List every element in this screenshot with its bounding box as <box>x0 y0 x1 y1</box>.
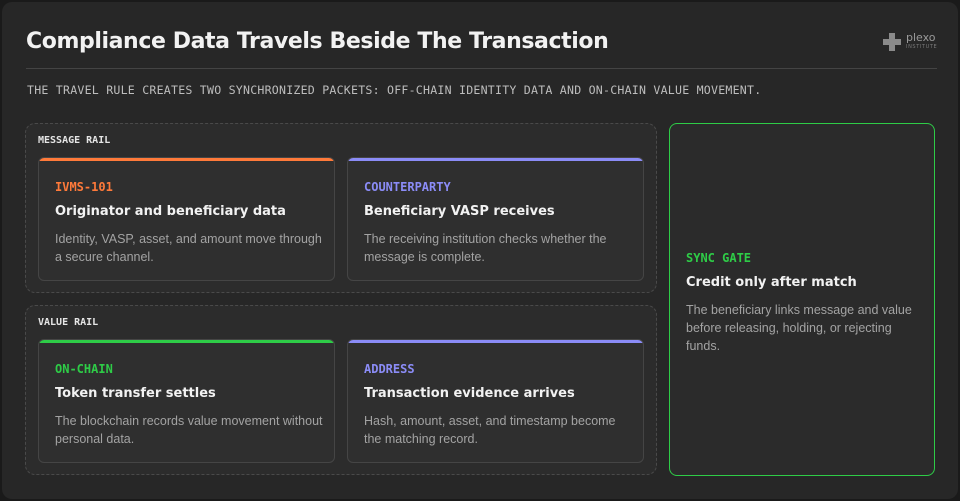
rail-label: MESSAGE RAIL <box>38 135 111 146</box>
page-title: Compliance Data Travels Beside The Trans… <box>26 29 609 54</box>
card-accent-bar <box>348 158 643 161</box>
message-rail: MESSAGE RAIL IVMS-101 Originator and ben… <box>25 123 657 293</box>
sync-gate-panel: SYNC GATE Credit only after match The be… <box>669 123 935 476</box>
card-address: ADDRESS Transaction evidence arrives Has… <box>347 339 644 463</box>
sync-gate-title: Credit only after match <box>686 275 857 290</box>
sync-gate-tag: SYNC GATE <box>686 251 752 265</box>
card-description: The blockchain records value movement wi… <box>55 414 323 446</box>
card-title: Token transfer settles <box>55 386 216 401</box>
card-tag: IVMS-101 <box>55 180 113 194</box>
logo-subtext: INSTITUTE <box>906 44 938 50</box>
card-description: The receiving institution checks whether… <box>364 232 607 264</box>
card-title: Originator and beneficiary data <box>55 204 286 219</box>
plus-cross-icon <box>883 33 901 51</box>
card-title: Beneficiary VASP receives <box>364 204 555 219</box>
logo-name: plexo <box>906 31 936 44</box>
card-counterparty: COUNTERPARTY Beneficiary VASP receives T… <box>347 157 644 281</box>
header-divider <box>26 68 937 69</box>
brand-logo: plexo INSTITUTE <box>882 31 942 52</box>
sync-gate-description: The beneficiary links message and value … <box>686 303 912 353</box>
card-tag: COUNTERPARTY <box>364 180 451 194</box>
card-description: Identity, VASP, asset, and amount move t… <box>55 232 322 264</box>
card-accent-bar <box>39 158 334 161</box>
card-accent-bar <box>39 340 334 343</box>
card-tag: ADDRESS <box>364 362 415 376</box>
card-ivms-101: IVMS-101 Originator and beneficiary data… <box>38 157 335 281</box>
card-title: Transaction evidence arrives <box>364 386 575 401</box>
card-on-chain: ON-CHAIN Token transfer settles The bloc… <box>38 339 335 463</box>
card-accent-bar <box>348 340 643 343</box>
card-tag: ON-CHAIN <box>55 362 113 376</box>
card-description: Hash, amount, asset, and timestamp becom… <box>364 414 616 446</box>
rail-label: VALUE RAIL <box>38 317 99 328</box>
page-subtitle: THE TRAVEL RULE CREATES TWO SYNCHRONIZED… <box>27 83 762 97</box>
value-rail: VALUE RAIL ON-CHAIN Token transfer settl… <box>25 305 657 475</box>
